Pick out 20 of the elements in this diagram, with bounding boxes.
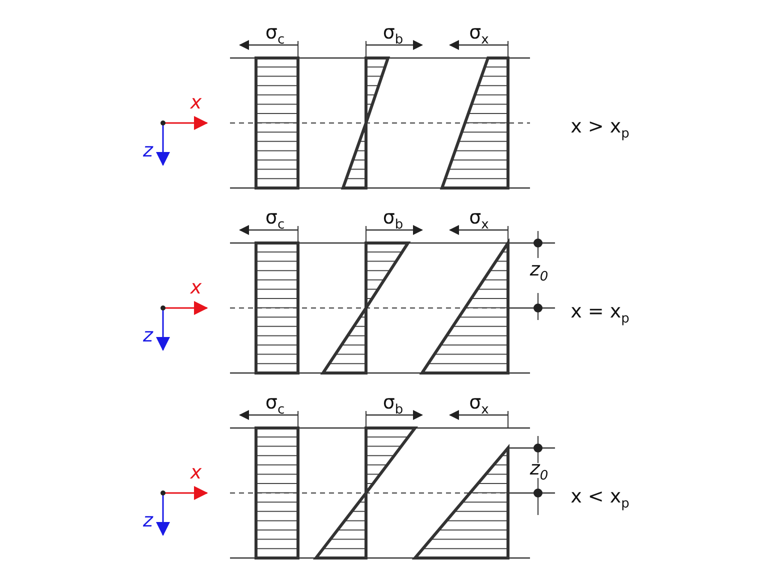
stress-symbol: σ$_{c}$ (265, 22, 285, 48)
stress-symbol: σ$_{b}$ (382, 207, 404, 233)
stress-symbol: σ$_{c}$ (265, 392, 285, 418)
stress-symbol: σ$_{x}$ (469, 392, 489, 418)
stress-symbol: σ$_{c}$ (265, 207, 285, 233)
stress-symbol: σ$_{x}$ (469, 207, 489, 233)
dimension-label: z$_{0}$ (530, 458, 548, 484)
axis-label: x (190, 92, 202, 114)
condition-label: x = x$_{p}$ (570, 301, 630, 327)
stress-symbol: σ$_{b}$ (382, 22, 404, 48)
axis-label: x (190, 278, 202, 298)
stress-symbol: σ$_{x}$ (469, 22, 489, 48)
condition-label: x < x$_{p}$ (570, 486, 630, 512)
axis-label: z (143, 510, 153, 532)
axis-label: z (143, 326, 153, 346)
axis-label: z (143, 140, 153, 162)
condition-label: x > x$_{p}$ (570, 116, 630, 142)
stress-symbol: σ$_{b}$ (382, 392, 404, 418)
axis-label: x (190, 462, 202, 484)
dimension-label: z$_{0}$ (530, 259, 548, 285)
